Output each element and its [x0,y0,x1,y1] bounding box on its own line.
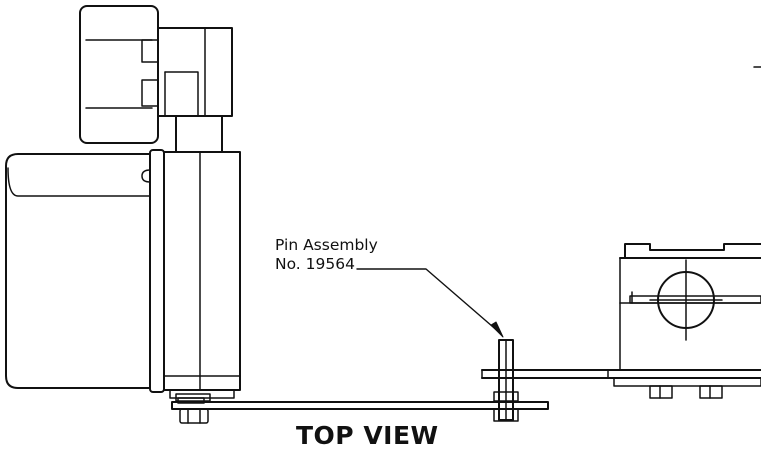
linkage-arm [171,401,549,410]
actuator-housing [5,153,151,389]
housing-body [163,151,241,391]
gauge-connectors [141,39,159,107]
callout-leader [356,268,504,338]
clamp-bracket [607,243,761,387]
pin-assembly [493,339,519,422]
clamp-bolts [649,385,723,399]
callout-line-2: No. 19564 [275,255,355,273]
gauge-cap [79,5,159,144]
clamp-bore [649,259,723,341]
mounting-flange [149,149,165,393]
left-nut [175,393,211,424]
elbow-fitting [157,27,233,117]
callout-line-1: Pin Assembly [275,236,378,254]
stem-coupler [175,115,223,153]
upper-linkage-arm [481,369,761,379]
view-title: TOP VIEW [296,421,439,450]
pin-assembly-callout: Pin Assembly No. 19564 [275,236,378,274]
